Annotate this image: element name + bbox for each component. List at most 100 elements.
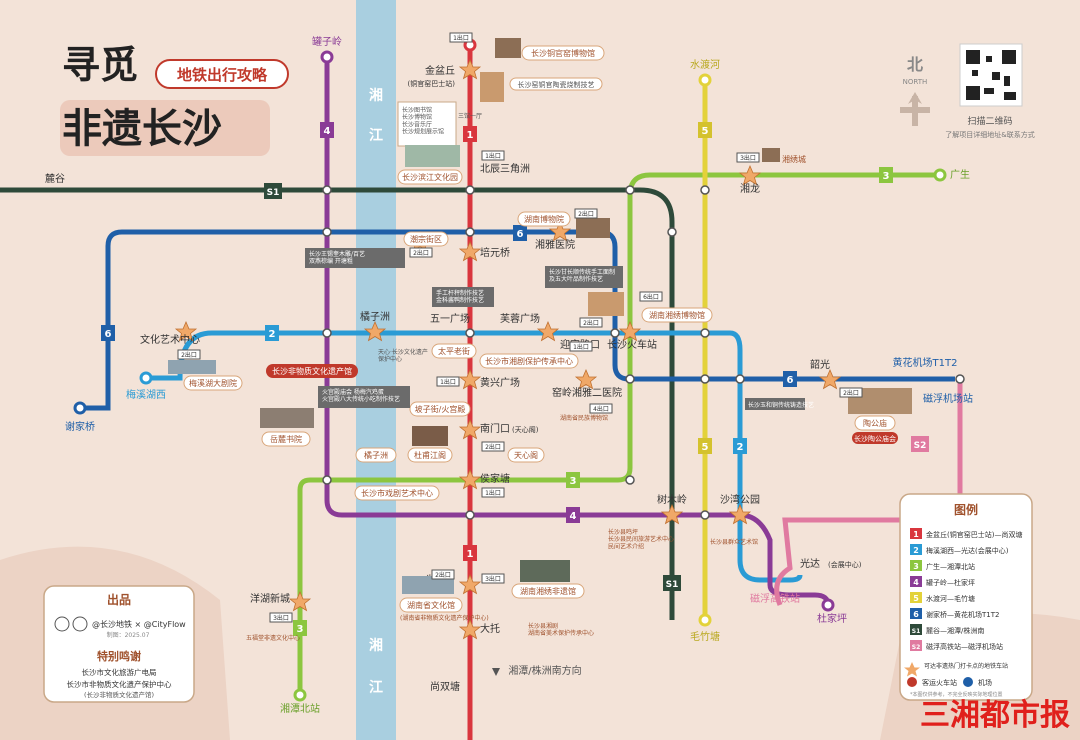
- station-label: 梅溪湖西: [126, 388, 166, 401]
- svg-text:长沙陶公庙会: 长沙陶公庙会: [854, 434, 896, 443]
- line-badge: S2: [911, 436, 929, 452]
- station-label: 长沙火车站: [607, 338, 657, 351]
- terminal-marker[interactable]: [320, 50, 334, 64]
- legend-entry-text: 金盆丘(铜官窑巴士站)—尚双塘: [926, 530, 1022, 539]
- place-card[interactable]: 梅溪湖大剧院: [183, 375, 243, 391]
- place-card[interactable]: 长沙铜官窑博物馆: [521, 45, 605, 61]
- star-station-marker[interactable]: [458, 618, 482, 640]
- terminal-marker[interactable]: [821, 598, 835, 612]
- wuyi-craft: 手工杆秤制作技艺金科酱鸭制作技艺: [436, 289, 484, 304]
- star-station-marker[interactable]: [288, 590, 312, 612]
- station-marker[interactable]: [955, 374, 965, 384]
- place-card[interactable]: 潮宗街区: [403, 231, 449, 247]
- svg-text:湖南博物院: 湖南博物院: [524, 214, 564, 224]
- terminal-marker[interactable]: [293, 688, 307, 702]
- line-badge: 4: [320, 122, 334, 138]
- station-marker[interactable]: [465, 185, 475, 195]
- place-card[interactable]: 湖南省文化馆: [399, 597, 463, 613]
- station-label: 南门口: [480, 422, 510, 435]
- metro-line-s1: [0, 187, 675, 620]
- place-card[interactable]: 坡子街/火宫殿: [409, 401, 471, 417]
- star-station-marker[interactable]: [458, 368, 482, 390]
- svg-text:橘子洲: 橘子洲: [364, 450, 388, 460]
- legend-line-badge: [910, 624, 922, 635]
- star-station-marker[interactable]: [738, 164, 762, 186]
- star-station-marker[interactable]: [728, 503, 752, 525]
- star-station-marker[interactable]: [660, 503, 684, 525]
- place-card[interactable]: 湖南湘绣博物馆: [641, 307, 713, 323]
- illustration-embroidery: [588, 292, 624, 316]
- place-card[interactable]: 长沙陶公庙会: [852, 432, 898, 444]
- feiwuzhi-note: 天心·长沙文化遗产保护中心: [378, 348, 428, 363]
- svg-text:5: 5: [702, 126, 709, 137]
- place-card[interactable]: 陶公庙: [854, 415, 896, 431]
- star-station-marker[interactable]: [458, 573, 482, 595]
- place-card[interactable]: 太平老街: [431, 343, 477, 359]
- station-marker[interactable]: [700, 185, 710, 195]
- station-marker[interactable]: [465, 328, 475, 338]
- line-badge: 2: [265, 325, 279, 341]
- place-note: 长沙县湘剧湖南省美术保护传承中心: [528, 622, 594, 637]
- svg-text:3: 3: [883, 171, 890, 182]
- station-marker[interactable]: [625, 374, 635, 384]
- star-station-marker[interactable]: [618, 320, 642, 342]
- station-marker[interactable]: [610, 328, 620, 338]
- place-card[interactable]: 杜甫江阁: [407, 447, 453, 463]
- legend-line-badge: [910, 560, 922, 571]
- line-badge: 6: [101, 325, 115, 341]
- station-marker[interactable]: [465, 510, 475, 520]
- station-marker[interactable]: [700, 510, 710, 520]
- station-marker[interactable]: [700, 374, 710, 384]
- star-station-marker[interactable]: [548, 220, 572, 242]
- line-badge: 6: [513, 225, 527, 241]
- place-card[interactable]: 湖南湘绣非遗馆: [511, 583, 585, 599]
- place-card[interactable]: 长沙市湘剧保护传承中心: [479, 353, 579, 369]
- star-station-marker[interactable]: [458, 468, 482, 490]
- star-station-marker[interactable]: [174, 320, 198, 342]
- place-card[interactable]: 长沙滨江文化园: [397, 169, 463, 185]
- star-station-marker[interactable]: [363, 320, 387, 342]
- place-card[interactable]: 岳麓书院: [261, 431, 311, 447]
- exit-tag: 4出口: [589, 403, 613, 414]
- svg-text:2出口: 2出口: [413, 249, 429, 257]
- exit-tag: 2出口: [579, 317, 603, 328]
- terminal-marker[interactable]: [698, 613, 712, 627]
- svg-text:长沙市湘剧保护传承中心: 长沙市湘剧保护传承中心: [485, 356, 573, 366]
- star-station-marker[interactable]: [458, 58, 482, 80]
- station-marker[interactable]: [322, 328, 332, 338]
- star-station-marker[interactable]: [458, 418, 482, 440]
- station-marker[interactable]: [625, 185, 635, 195]
- star-station-marker[interactable]: [458, 240, 482, 262]
- station-marker[interactable]: [465, 227, 475, 237]
- terminal-marker[interactable]: [73, 401, 87, 415]
- svg-text:湖南湘绣博物馆: 湖南湘绣博物馆: [649, 310, 705, 320]
- star-station-marker[interactable]: [574, 368, 598, 390]
- station-marker[interactable]: [735, 374, 745, 384]
- terminal-marker[interactable]: [139, 371, 153, 385]
- terminal-marker[interactable]: [933, 168, 947, 182]
- station-marker[interactable]: [322, 185, 332, 195]
- terminal-marker[interactable]: [698, 73, 712, 87]
- place-card[interactable]: 湖南博物院: [517, 211, 571, 227]
- star-station-marker[interactable]: [536, 320, 560, 342]
- place-card[interactable]: 天心阁: [507, 447, 545, 463]
- place-card[interactable]: 橘子洲: [355, 447, 397, 463]
- place-card[interactable]: 长沙窑铜官陶瓷烧制技艺: [509, 77, 603, 91]
- station-marker[interactable]: [667, 227, 677, 237]
- station-marker[interactable]: [625, 475, 635, 485]
- legend-star-text: 可达非遗热门打卡点的地铁车站: [924, 662, 1008, 670]
- svg-text:长沙非物质文化遗产馆: 长沙非物质文化遗产馆: [272, 366, 352, 376]
- station-marker[interactable]: [322, 475, 332, 485]
- station-label: 湘龙: [740, 182, 760, 195]
- place-card[interactable]: 长沙市戏剧艺术中心: [354, 485, 440, 501]
- metro-line-4: [324, 57, 831, 606]
- star-station-marker[interactable]: [818, 368, 842, 390]
- station-marker[interactable]: [700, 328, 710, 338]
- legend-plane-text: 机场: [978, 678, 992, 687]
- qr-code[interactable]: [959, 43, 1023, 107]
- station-marker[interactable]: [322, 227, 332, 237]
- place-card[interactable]: 长沙非物质文化遗产馆: [266, 364, 358, 378]
